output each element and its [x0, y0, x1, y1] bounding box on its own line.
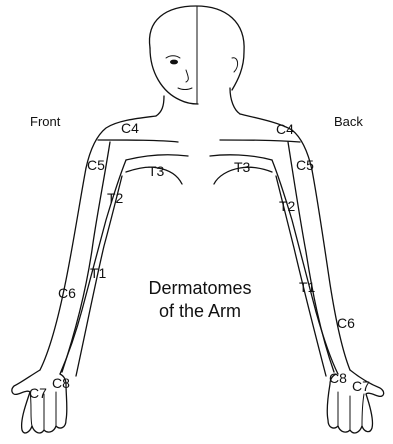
- front-c7-label: C7: [29, 385, 47, 401]
- front-t3-label: T3: [148, 163, 165, 179]
- back-label: Back: [334, 114, 363, 129]
- front-label: Front: [30, 114, 61, 129]
- back-t3-label: T3: [234, 159, 251, 175]
- back-c8-label: C8: [329, 370, 347, 386]
- head-drawing: [149, 6, 244, 116]
- back-c5-label: C5: [296, 157, 314, 173]
- front-t2-label: T2: [107, 190, 124, 206]
- front-t1-label: T1: [90, 265, 107, 281]
- front-c5-label: C5: [87, 157, 105, 173]
- front-c6-label: C6: [58, 285, 76, 301]
- back-c6-label: C6: [337, 315, 355, 331]
- back-t2-label: T2: [279, 198, 296, 214]
- diagram-title-line2: of the Arm: [159, 301, 241, 321]
- diagram-title-line1: Dermatomes: [148, 278, 251, 298]
- front-c8-label: C8: [52, 375, 70, 391]
- back-t1-label: T1: [299, 279, 316, 295]
- front-c4-label: C4: [121, 120, 139, 136]
- back-c4-label: C4: [276, 121, 294, 137]
- back-c7-label: C7: [352, 378, 370, 394]
